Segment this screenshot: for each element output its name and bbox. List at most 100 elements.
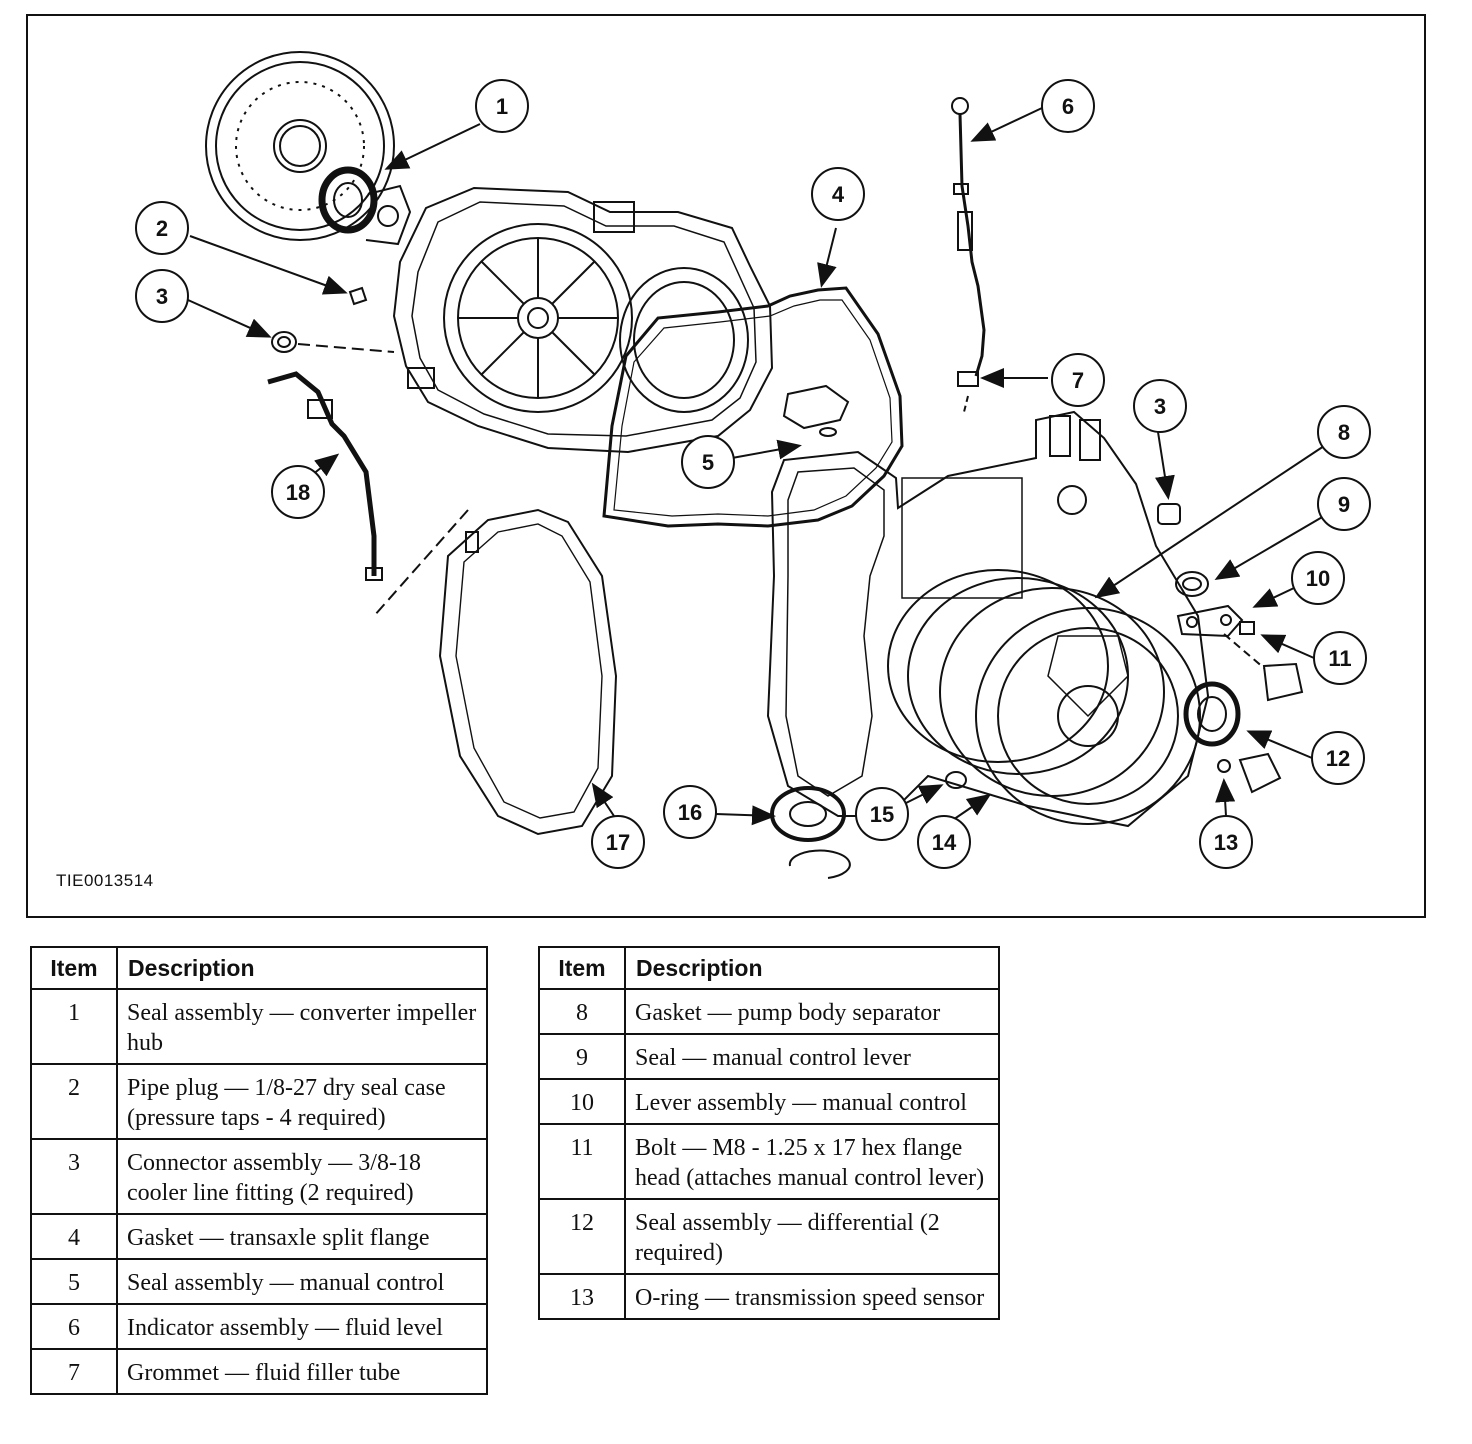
svg-text:14: 14 <box>932 830 957 855</box>
item-number: 11 <box>538 1123 626 1200</box>
svg-text:1: 1 <box>496 94 508 119</box>
item-description: Seal assembly — converter impeller hub <box>116 988 488 1065</box>
exploded-view-figure: 1 2 3 4 5 6 7 3 8 9 10 11 12 13 14 15 16… <box>26 14 1426 918</box>
callout-10: 10 <box>1291 551 1345 605</box>
item-number: 12 <box>538 1198 626 1275</box>
cooler-line-tube <box>267 371 383 581</box>
item-description: Gasket — transaxle split flange <box>116 1213 488 1260</box>
item-description: Bolt — M8 - 1.25 x 17 hex flange head (a… <box>624 1123 1000 1200</box>
svg-text:2: 2 <box>156 216 168 241</box>
callout-3-left: 3 <box>135 269 189 323</box>
callout-12: 12 <box>1311 731 1365 785</box>
svg-text:11: 11 <box>1328 646 1351 671</box>
item-description: Pipe plug — 1/8-27 dry seal case (pressu… <box>116 1063 488 1140</box>
item-description: Seal — manual control lever <box>624 1033 1000 1080</box>
svg-text:3: 3 <box>1154 394 1166 419</box>
svg-text:12: 12 <box>1326 746 1350 771</box>
item-number: 10 <box>538 1078 626 1125</box>
callout-5: 5 <box>681 435 735 489</box>
item-description: O-ring — transmission speed sensor <box>624 1273 1000 1320</box>
item-number: 8 <box>538 988 626 1035</box>
svg-text:7: 7 <box>1072 368 1084 393</box>
table-header-row: Item Description <box>30 946 488 990</box>
manual-control-seal <box>782 384 850 437</box>
converter-housing <box>392 186 774 454</box>
callout-6: 6 <box>1041 79 1095 133</box>
callout-14: 14 <box>917 815 971 869</box>
item-number: 5 <box>30 1258 118 1305</box>
callout-1: 1 <box>475 79 529 133</box>
svg-text:5: 5 <box>702 450 714 475</box>
svg-text:9: 9 <box>1338 492 1350 517</box>
item-column-header: Item <box>538 946 626 990</box>
svg-text:17: 17 <box>606 830 630 855</box>
svg-text:15: 15 <box>870 802 894 827</box>
lever-bolt <box>1239 621 1255 635</box>
manual-lever-seal <box>1175 571 1209 597</box>
speed-sensor-upper <box>1223 633 1304 702</box>
leader-lines <box>187 107 1325 827</box>
differential-seal <box>1183 681 1241 747</box>
item-number: 4 <box>30 1213 118 1260</box>
item-description: Connector assembly — 3/8-18 cooler line … <box>116 1138 488 1215</box>
oil-pan <box>373 508 618 836</box>
svg-text:4: 4 <box>832 182 845 207</box>
item-description: Seal assembly — manual control <box>116 1258 488 1305</box>
differential-housing <box>887 569 1201 825</box>
callout-18: 18 <box>271 465 325 519</box>
item-description: Grommet — fluid filler tube <box>116 1348 488 1395</box>
item-number: 7 <box>30 1348 118 1395</box>
cooler-line-connector-right <box>1157 503 1181 525</box>
svg-text:6: 6 <box>1062 94 1074 119</box>
item-description: Gasket — pump body separator <box>624 988 1000 1035</box>
manual-control-lever <box>1176 604 1244 638</box>
item-description: Seal assembly — differential (2 required… <box>624 1198 1000 1275</box>
pipe-plug <box>348 286 368 306</box>
svg-text:8: 8 <box>1338 420 1350 445</box>
transaxle-drawing <box>187 51 1325 879</box>
item-number: 2 <box>30 1063 118 1140</box>
cooler-line-connector-left <box>271 331 395 353</box>
case-plug <box>945 771 967 789</box>
svg-text:10: 10 <box>1306 566 1330 591</box>
svg-text:18: 18 <box>286 480 310 505</box>
callout-4: 4 <box>811 167 865 221</box>
description-column-header: Description <box>116 946 488 990</box>
item-number: 1 <box>30 988 118 1065</box>
filler-tube-grommet <box>957 371 979 413</box>
callout-3-right: 3 <box>1133 379 1187 433</box>
item-description: Indicator assembly — fluid level <box>116 1303 488 1350</box>
split-flange-gasket <box>602 286 904 528</box>
figure-id-label: TIE0013514 <box>56 871 154 890</box>
callout-9: 9 <box>1317 477 1371 531</box>
item-number: 3 <box>30 1138 118 1215</box>
callout-15: 15 <box>855 787 909 841</box>
item-number: 13 <box>538 1273 626 1320</box>
callout-2: 2 <box>135 201 189 255</box>
callouts-layer: 1 2 3 4 5 6 7 3 8 9 10 11 12 13 14 15 16… <box>135 79 1371 869</box>
converter-hub-seal <box>318 166 412 246</box>
fluid-level-indicator <box>951 97 986 377</box>
svg-text:3: 3 <box>156 284 168 309</box>
torque-converter <box>205 51 395 241</box>
callout-13: 13 <box>1199 815 1253 869</box>
svg-text:13: 13 <box>1214 830 1238 855</box>
callout-8: 8 <box>1317 405 1371 459</box>
item-number: 9 <box>538 1033 626 1080</box>
svg-text:16: 16 <box>678 800 702 825</box>
item-number: 6 <box>30 1303 118 1350</box>
callout-17: 17 <box>591 815 645 869</box>
speed-sensor-o-ring <box>1217 759 1231 773</box>
item-column-header: Item <box>30 946 118 990</box>
